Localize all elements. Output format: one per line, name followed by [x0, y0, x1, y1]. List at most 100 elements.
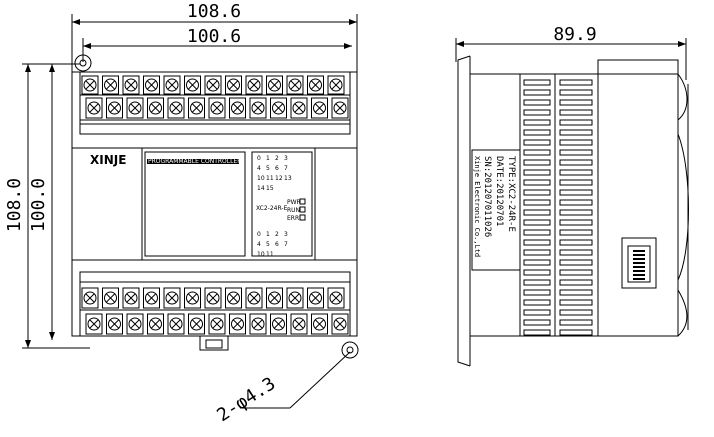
vent-slot	[559, 279, 593, 286]
terminal-screw	[210, 317, 224, 331]
hole-spec-label: 2-φ4.3	[213, 373, 279, 426]
terminal-screw	[251, 101, 265, 115]
terminal-screw	[268, 78, 281, 92]
terminal-screw	[292, 317, 306, 331]
terminal-slot	[208, 97, 226, 119]
terminal-screw	[145, 78, 158, 92]
terminal-slot	[266, 75, 283, 95]
terminal-screw	[87, 101, 101, 115]
terminal-slot	[85, 97, 103, 119]
model-small: XC2-24R-E	[256, 205, 288, 212]
vent-slot	[559, 189, 593, 196]
terminal-screw	[83, 78, 97, 92]
terminal-screw	[149, 101, 162, 115]
front-view-dimensions: 108.6 100.6 108.0 100.0 2-φ4.3	[4, 1, 358, 426]
vent-slot	[559, 319, 593, 326]
expansion-connector	[621, 237, 657, 289]
vent-slot	[559, 309, 593, 316]
vent-slot	[523, 119, 551, 126]
vent-slot	[559, 169, 593, 176]
vent-slot	[523, 149, 551, 156]
product-label	[471, 149, 521, 271]
terminal-slot	[307, 287, 324, 309]
input-led-label: 4	[257, 165, 261, 172]
status-led-label: PWR	[287, 199, 301, 206]
input-led-label: 2	[275, 155, 279, 162]
terminal-screw	[309, 78, 322, 92]
terminal-slot	[286, 75, 304, 95]
terminal-slot	[85, 313, 103, 335]
plc-side-view: TYPE:XC2-24R-E DATE:20120701 SN:20120701…	[457, 55, 689, 367]
vent-slot	[559, 79, 593, 86]
terminal-slot	[122, 287, 140, 309]
label-maker: Xinje Electronic Co.,Ltd	[473, 156, 481, 257]
vent-slot	[559, 329, 593, 336]
vent-slot	[559, 159, 593, 166]
connector-pin	[633, 274, 645, 276]
vent-slot	[523, 209, 551, 216]
terminal-slot	[106, 313, 123, 335]
input-led-label: 6	[275, 165, 279, 172]
terminal-screw	[145, 291, 158, 305]
vent-slot	[523, 199, 551, 206]
mounting-hole-bottom	[341, 341, 359, 359]
vent-slot	[559, 289, 593, 296]
terminal-screw	[128, 317, 142, 331]
terminal-screw	[190, 317, 203, 331]
terminal-slot	[106, 97, 123, 119]
terminal-slot	[163, 75, 181, 95]
terminal-screw	[104, 78, 117, 92]
vent-slot	[523, 269, 551, 276]
terminal-screw	[231, 317, 244, 331]
terminal-screw	[186, 78, 199, 92]
front-cover	[144, 151, 246, 257]
terminal-screw	[169, 101, 183, 115]
side-view-dimensions: 89.9	[455, 24, 687, 80]
input-led-label: 10	[257, 175, 265, 182]
terminal-screw	[227, 78, 240, 92]
terminal-screw	[329, 291, 343, 305]
terminal-slot	[147, 313, 164, 335]
terminal-slot	[208, 313, 226, 335]
output-led-label: 3	[284, 231, 288, 238]
terminal-screw	[231, 101, 244, 115]
input-led-label: 7	[284, 165, 288, 172]
terminal-screw	[128, 101, 142, 115]
status-led	[299, 206, 306, 213]
left-cover	[71, 147, 143, 261]
terminal-slot	[286, 287, 304, 309]
bottom-terminal-block	[79, 281, 351, 337]
input-led-label: 3	[284, 155, 288, 162]
status-led	[299, 214, 306, 221]
connector-pin	[633, 262, 645, 264]
vent-slot	[559, 299, 593, 306]
terminal-slot	[311, 313, 328, 335]
terminal-screw	[288, 291, 302, 305]
vent-slot	[559, 109, 593, 116]
terminal-slot	[188, 97, 205, 119]
terminal-screw	[124, 291, 138, 305]
vent-slot	[559, 259, 593, 266]
label-type: TYPE:XC2-24R-E	[506, 156, 516, 232]
output-led-label: 5	[266, 241, 270, 248]
terminal-screw	[313, 317, 326, 331]
terminal-screw	[272, 317, 285, 331]
terminal-slot	[249, 97, 267, 119]
terminal-slot	[147, 97, 164, 119]
input-led-label: 15	[266, 185, 274, 192]
vent-slot	[523, 329, 551, 336]
vent-slot	[559, 219, 593, 226]
vent-slot	[523, 279, 551, 286]
output-led-label: 11	[266, 251, 274, 258]
terminal-slot	[290, 313, 308, 335]
terminal-slot	[331, 97, 349, 119]
status-led-label: ERR	[287, 215, 299, 222]
terminal-screw	[186, 291, 199, 305]
vent-slot	[523, 309, 551, 316]
terminal-slot	[225, 75, 242, 95]
terminal-screw	[333, 317, 347, 331]
connector-pin	[633, 266, 645, 268]
led-panel	[251, 151, 313, 257]
vent-slot	[559, 99, 593, 106]
